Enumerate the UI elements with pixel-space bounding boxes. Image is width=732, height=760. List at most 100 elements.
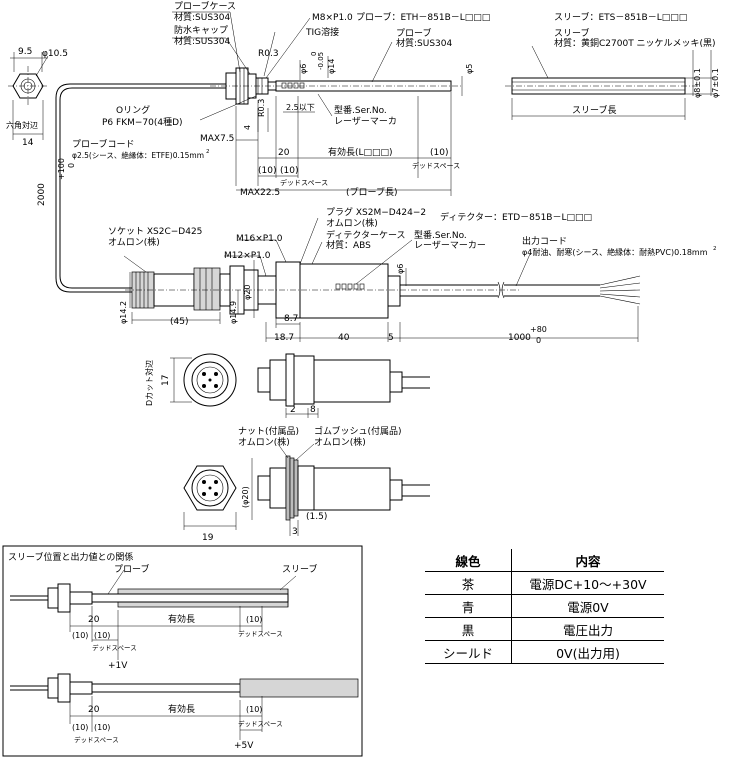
dim-4: 4 xyxy=(243,125,252,130)
wire-content-cell: 電源DC+10～+30V xyxy=(511,571,664,595)
dcut-dim-17: 17 xyxy=(161,375,171,386)
probe-case-label: プローブケース xyxy=(174,0,236,12)
relation-10-lower-b: (10) xyxy=(94,723,110,732)
socket-maker: オムロン(株) xyxy=(108,236,160,248)
table-row: シールド 0V(出力用) xyxy=(425,640,664,664)
sleeve-dia-8: φ8±0.1 xyxy=(693,68,702,98)
relation-10-upper-a: (10) xyxy=(72,631,88,640)
r03-lower-label: R0.3 xyxy=(257,99,266,117)
dim-10-left-a: (10) xyxy=(258,166,276,176)
probe-marker-label: レーザーマーカ xyxy=(334,116,397,127)
output-cord-label: 出力コード xyxy=(522,235,567,247)
detector-dim-40: 40 xyxy=(338,333,350,343)
relation-10-upper-right: (10) xyxy=(246,615,262,624)
relation-panel xyxy=(2,545,363,757)
bush-maker: オムロン(株) xyxy=(314,436,366,448)
sleeve-label: スリーブ xyxy=(554,27,589,39)
socket-label: ソケット XS2C−D425 xyxy=(108,226,202,237)
probe-dia-6-lower: -0.05 xyxy=(317,52,325,70)
relation-dead-upper-left: デッドスペース xyxy=(92,643,137,652)
detector-case-material: 材質：ABS xyxy=(326,239,371,251)
dim-20: 20 xyxy=(278,148,290,158)
relation-eff-upper: 有効長 xyxy=(168,613,195,625)
thread-label: M8×P1.0 xyxy=(312,13,353,23)
plug-dia-20: φ20 xyxy=(243,285,252,300)
cord-tol-lower: 0 xyxy=(67,163,76,168)
plug-label: プラグ XS2M−D424−2 xyxy=(326,206,426,218)
probe-cord-sq: 2 xyxy=(206,149,210,155)
table-row: 青 電源0V xyxy=(425,594,664,618)
relation-dim-20-lower: 20 xyxy=(88,705,100,715)
relation-10-upper-b: (10) xyxy=(94,631,110,640)
probe-assembly xyxy=(55,11,463,293)
detector-marker-label: レーザーマーカー xyxy=(414,240,486,251)
table-row: 茶 電源DC+10～+30V xyxy=(425,571,664,595)
output-cord-tol-upper: +80 xyxy=(530,325,547,334)
relation-dead-lower-left: デッドスペース xyxy=(74,735,119,744)
sleeve-view xyxy=(505,45,715,120)
relation-title: スリーブ位置と出力値との関係 xyxy=(8,551,133,563)
mount-dim-19: 19 xyxy=(202,533,214,543)
bush-label: ゴムブッシュ(付属品) xyxy=(314,425,401,437)
nut-maker: オムロン(株) xyxy=(238,436,290,448)
r03-label: R0.3 xyxy=(258,49,279,59)
probe-dia-6-upper: 0 xyxy=(310,52,318,56)
cap-label: 防水キャップ xyxy=(174,24,228,36)
probe-dia-14: φ14 xyxy=(327,59,336,74)
tig-label: TIG溶接 xyxy=(305,26,339,38)
sleeve-title: スリーブ：ETS－851B－L□□□ xyxy=(554,11,687,23)
probe-cord-spec: φ2.5(シース、絶縁体：ETFE)0.15mm xyxy=(72,150,204,160)
dim-10-left-b: (10) xyxy=(280,166,298,176)
dcut-label: Dカット対辺 xyxy=(144,360,154,406)
plug-m12: M12×P1.0 xyxy=(224,251,271,261)
detector-dim-5: 5 xyxy=(388,333,394,343)
wire-color-cell: シールド xyxy=(425,640,512,664)
probe-dia-6: φ6 xyxy=(299,64,308,74)
output-cord-tol-lower: 0 xyxy=(536,336,541,345)
detector-assembly xyxy=(123,217,641,342)
effective-length: 有効長(L□□□) xyxy=(328,146,393,158)
wire-color-cell: 黒 xyxy=(425,617,512,641)
hex-nut-view xyxy=(8,52,49,140)
dead-space-left: デッドスペース xyxy=(280,178,328,187)
detector-model-label: 型番.Ser.No. xyxy=(414,229,467,241)
wire-content-cell: 電源0V xyxy=(511,594,664,618)
header-wire-color: 線色 xyxy=(425,549,512,572)
relation-dim-20-upper: 20 xyxy=(88,615,100,625)
socket-dim-45: (45) xyxy=(170,317,188,327)
plug-dia-14-9: φ14.9 xyxy=(229,301,238,324)
table-row: 黒 電圧出力 xyxy=(425,617,664,641)
sleeve-length: スリーブ長 xyxy=(572,104,616,116)
socket-dia-14-2: φ14.2 xyxy=(119,301,128,324)
mount-view xyxy=(183,443,430,536)
relation-probe-label: プローブ xyxy=(114,563,149,575)
dia-10-5: φ10.5 xyxy=(42,49,68,59)
cord-length: 2000 xyxy=(37,183,47,206)
probe-title: プローブ：ETH－851B－L□□□ xyxy=(356,11,490,23)
dim-10-right: (10) xyxy=(430,148,448,158)
relation-5v: +5V xyxy=(234,741,254,751)
probe-length: (プローブ長) xyxy=(346,186,397,198)
output-cord-sq: 2 xyxy=(713,246,717,252)
detector-title: ディテクター：ETD－851B－L□□□ xyxy=(440,211,592,223)
wire-color-cell: 茶 xyxy=(425,571,512,595)
plug-maker: オムロン(株) xyxy=(326,217,378,229)
relation-1v: +1V xyxy=(108,661,128,671)
oring-spec: P6 FKM−70(4種D) xyxy=(102,117,183,128)
probe-model-label: 型番.Ser.No. xyxy=(334,104,387,116)
sleeve-material: 材質：黄銅C2700T ニッケルメッキ(黒) xyxy=(554,37,716,49)
table-header-row: 線色 内容 xyxy=(425,549,664,572)
plug-dim-8-7: 8.7 xyxy=(284,314,298,324)
plug-m16: M16×P1.0 xyxy=(236,234,283,244)
wire-content-cell: 0V(出力用) xyxy=(511,640,664,664)
mount-dia-20: (φ20) xyxy=(241,486,250,508)
dcut-dim-8: 8 xyxy=(310,405,316,415)
detector-case-label: ディテクターケース xyxy=(326,229,406,241)
dcut-view xyxy=(170,353,430,418)
oring-label: Oリング xyxy=(116,104,150,116)
relation-dead-upper-right: デッドスペース xyxy=(238,629,283,638)
output-cord-spec: φ4耐油、耐寒(シース、絶縁体：耐熱PVC)0.18mm xyxy=(522,247,708,257)
nut-label: ナット(付属品) xyxy=(238,426,299,437)
header-content: 内容 xyxy=(511,549,664,572)
hex-across-label: 六角対辺 xyxy=(6,120,38,130)
